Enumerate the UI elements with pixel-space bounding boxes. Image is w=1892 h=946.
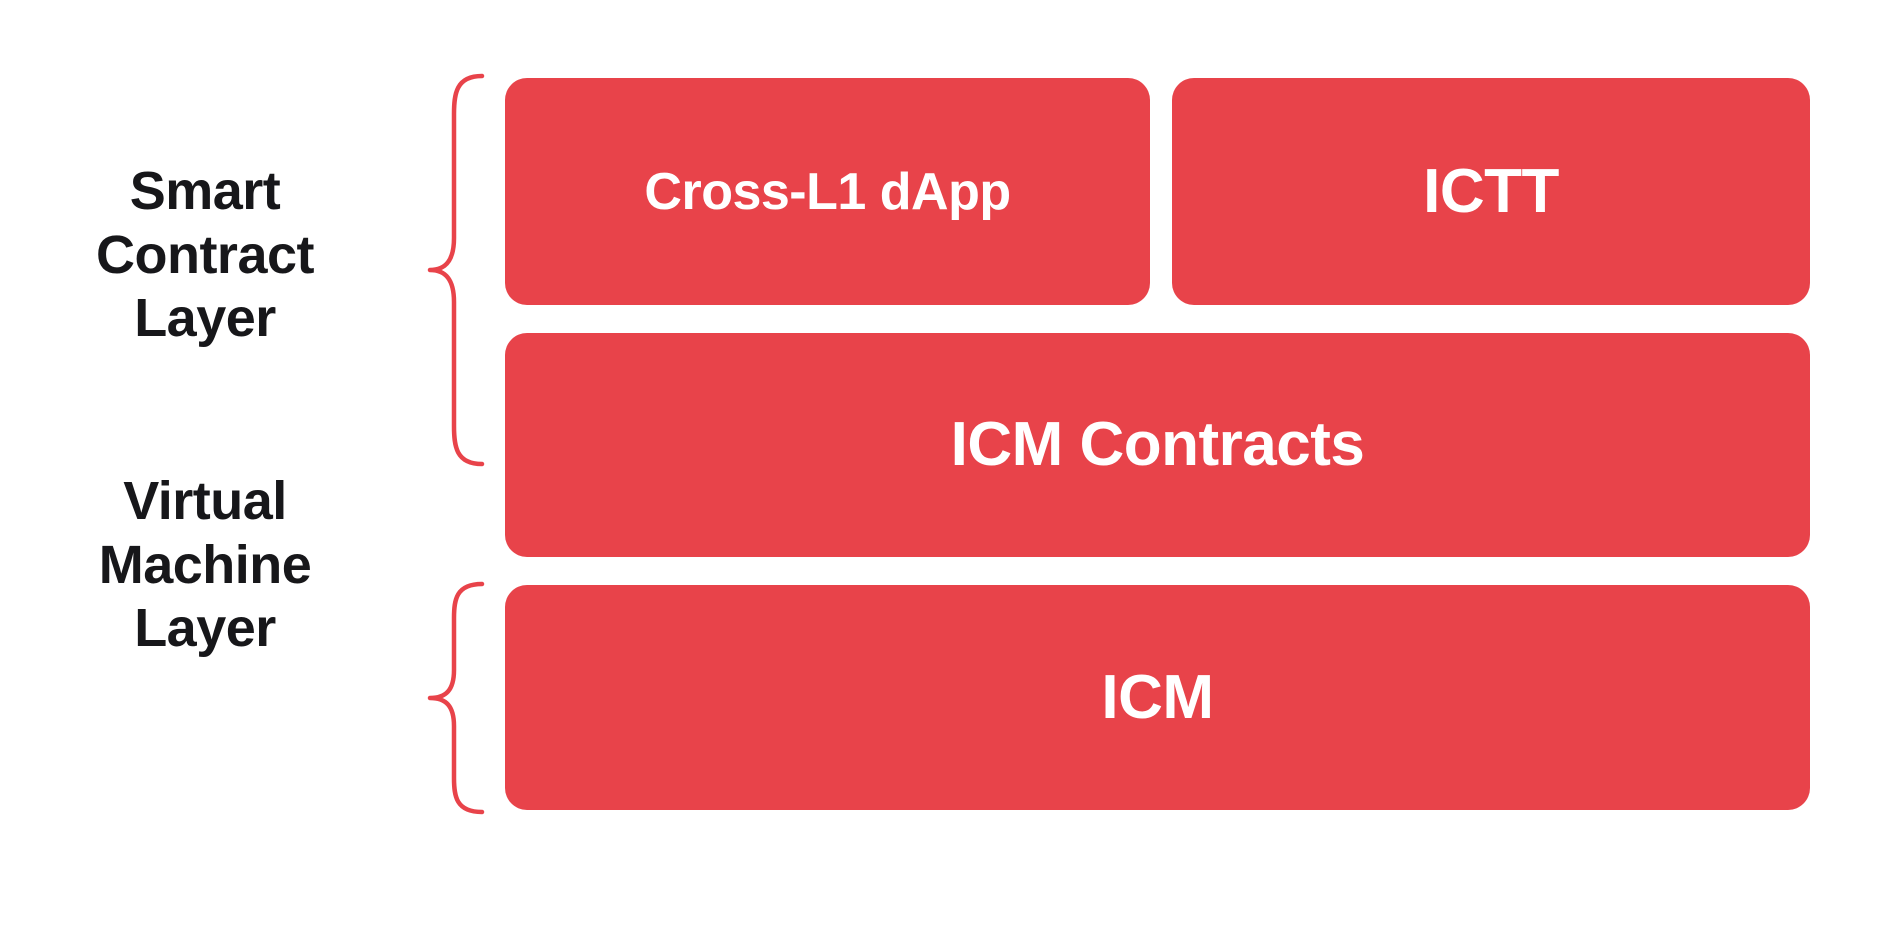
card-ictt[interactable]: ICTT [1172,78,1810,305]
card-row-icm: ICM [505,585,1810,810]
card-row-applications: Cross-L1 dApp ICTT [505,78,1810,305]
card-label-icm-contracts: ICM Contracts [950,410,1365,479]
card-label-icm: ICM [1101,662,1214,732]
curly-brace-virtual-machine-layer [427,581,485,815]
layer-card-stack: Cross-L1 dApp ICTT ICM Contracts ICM [505,78,1810,810]
card-icm[interactable]: ICM [505,585,1810,810]
group-label-smart-contract-layer: Smart Contract Layer [95,161,315,349]
card-cross-l1-dapp[interactable]: Cross-L1 dApp [505,78,1150,305]
curly-brace-smart-contract-layer [427,73,485,467]
card-label-cross-l1-dapp: Cross-L1 dApp [644,162,1011,221]
card-icm-contracts[interactable]: ICM Contracts [505,333,1810,557]
group-label-virtual-machine-layer: Virtual Machine Layer [98,471,312,659]
card-row-icm-contracts: ICM Contracts [505,333,1810,557]
card-label-ictt: ICTT [1423,156,1559,226]
